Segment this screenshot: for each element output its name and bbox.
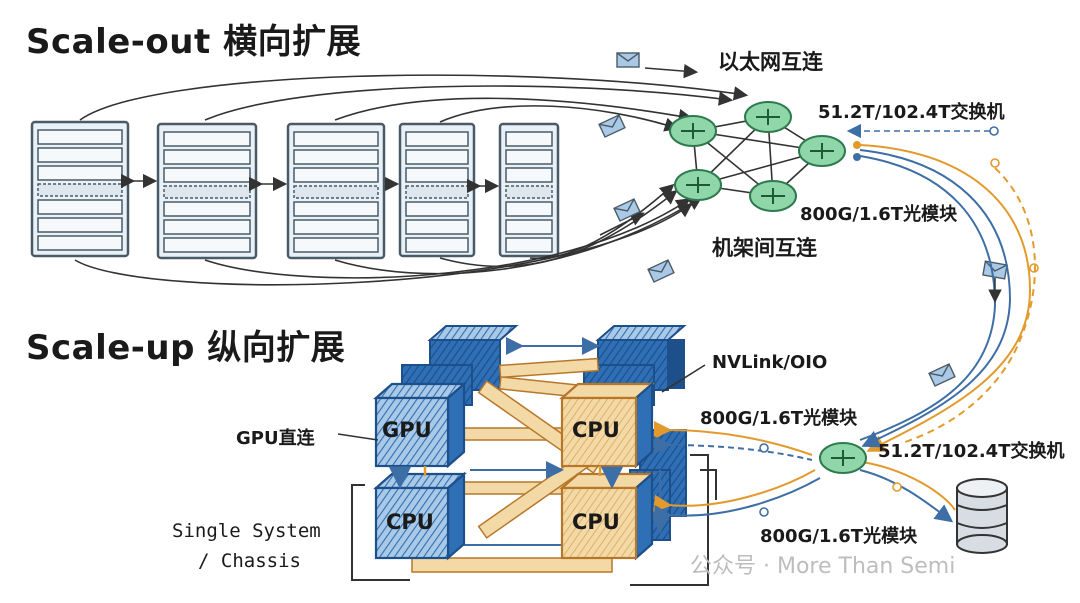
server-rack-5 <box>498 122 560 258</box>
single-system-label: Single System <box>172 520 321 542</box>
router-icon <box>744 101 792 133</box>
scale-up-switch-links <box>653 420 956 523</box>
envelope-icon <box>982 260 1008 280</box>
optical-bottom-label: 800G/1.6T光模块 <box>760 526 918 547</box>
gpu-direct-label: GPU直连 <box>236 428 315 449</box>
label-pointers <box>337 364 706 441</box>
gpu-chip <box>373 381 467 469</box>
scale-out-uplinks <box>859 144 1036 452</box>
watermark: 公众号 · More Than Semi <box>690 554 956 579</box>
chassis-bracket <box>351 454 717 586</box>
cpu-bottom-right-label: CPU <box>572 510 620 534</box>
router-icon <box>749 180 797 212</box>
optical-mid-label: 800G/1.6T光模块 <box>700 408 858 429</box>
envelope-icon <box>616 52 640 68</box>
inter-rack-label: 机架间互连 <box>712 236 817 260</box>
optical-port-icon <box>892 482 902 492</box>
optical-top-label: 800G/1.6T光模块 <box>800 204 958 225</box>
switch-bottom-label: 51.2T/102.4T交换机 <box>878 441 1065 462</box>
scale-up-title: Scale-up 纵向扩展 <box>26 328 346 368</box>
inter-rack-links <box>74 63 749 286</box>
chassis-label: / Chassis <box>198 550 301 572</box>
router-icon <box>669 115 717 147</box>
server-rack-3 <box>286 122 386 260</box>
cpu-bottom-left-label: CPU <box>386 510 434 534</box>
chip-vertical-links <box>388 466 624 489</box>
router-icon <box>674 169 722 201</box>
optical-port-icon <box>990 158 1000 168</box>
cpu-chip-bottom-left <box>373 471 467 561</box>
optical-port-icon <box>759 507 769 517</box>
envelope-icon <box>928 363 956 387</box>
server-rack-4 <box>398 122 476 258</box>
server-rack-1 <box>30 120 130 258</box>
cpu-top-label: CPU <box>572 418 620 442</box>
switch-top-label: 51.2T/102.4T交换机 <box>818 102 1005 123</box>
optical-port-icon <box>853 141 861 149</box>
ethernet-label: 以太网互连 <box>718 50 823 74</box>
scale-out-title: Scale-out 横向扩展 <box>26 22 362 62</box>
storage-icon <box>956 478 1008 554</box>
router-icon <box>819 442 867 474</box>
gpu-chip-label: GPU <box>382 418 432 442</box>
envelope-icon <box>613 198 641 222</box>
optical-port-icon <box>853 153 861 161</box>
server-rack-2 <box>156 122 258 260</box>
cpu-chip-top <box>559 381 655 469</box>
nvlink-label: NVLink/OIO <box>712 352 828 373</box>
optical-port-icon <box>759 443 769 453</box>
optical-port-icon <box>989 126 999 136</box>
router-icon <box>798 135 846 167</box>
envelope-icon <box>647 259 675 283</box>
server-links <box>120 173 500 194</box>
envelope-icon <box>598 114 626 138</box>
